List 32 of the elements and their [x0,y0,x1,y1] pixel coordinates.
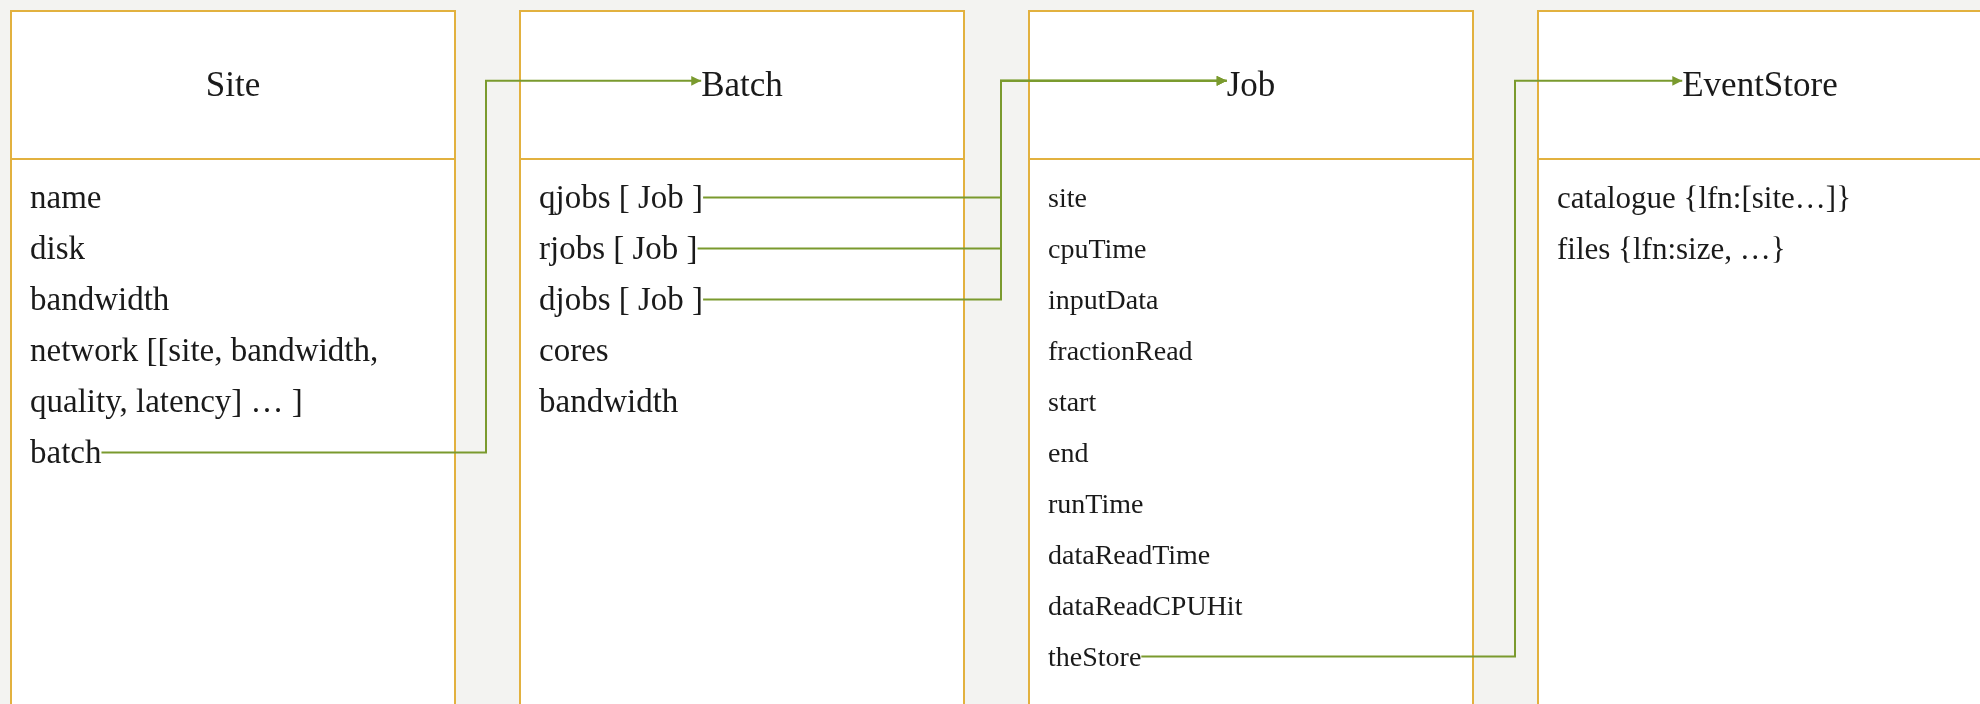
attribute-text: qjobs [ Job ] [539,172,704,223]
attribute-text: end [1048,427,1089,478]
attribute-text: batch [30,427,102,478]
attribute-text: files {lfn:size, …} [1557,223,1786,274]
attribute-text: fractionRead [1048,325,1193,376]
connector-arrow [702,75,1228,301]
class-title: Job [1226,64,1276,106]
class-box [1028,10,1474,704]
attribute-text: site [1048,172,1087,223]
attribute-text: disk [30,223,85,274]
attribute-text: inputData [1048,274,1159,325]
attribute-text: bandwidth [30,274,170,325]
attribute-text: djobs [ Job ] [539,274,704,325]
attribute-text: theStore [1048,631,1142,682]
attribute-text: bandwidth [539,376,679,427]
attribute-text: catalogue {lfn:[site…]} [1557,172,1851,223]
class-box [1537,10,1980,704]
connector-arrow [100,75,703,454]
class-box [10,10,456,704]
class-title: EventStore [1682,64,1838,106]
attribute-text: rjobs [ Job ] [539,223,698,274]
attribute-text: dataReadCPUHit [1048,580,1243,631]
connector-arrow [1140,75,1684,658]
attribute-text: start [1048,376,1097,427]
attribute-text: cores [539,325,609,376]
class-box [519,10,965,704]
attribute-text: runTime [1048,478,1144,529]
class-title: Site [205,64,261,106]
attribute-text: dataReadTime [1048,529,1211,580]
attribute-text: cpuTime [1048,223,1147,274]
class-title: Batch [701,64,783,106]
attribute-text: name [30,172,102,223]
